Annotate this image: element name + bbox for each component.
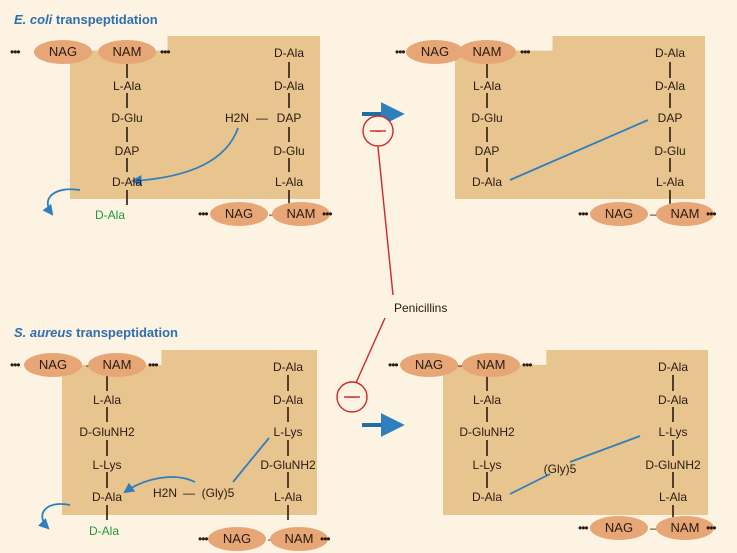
chain-residue: DAP xyxy=(657,111,683,125)
inhibit-line-ecoli xyxy=(377,146,394,296)
chain-residue: L-Ala xyxy=(655,175,685,189)
chain-residue: L-Ala xyxy=(273,490,303,504)
chain-residue: D-Ala xyxy=(273,46,305,60)
dots: ••• xyxy=(160,45,171,59)
nag-sugar: NAG xyxy=(590,516,648,540)
chain-residue: D-Glu xyxy=(111,111,143,125)
chain-residue: L-Ala xyxy=(112,79,142,93)
glycine-bridge: (Gly)5 xyxy=(201,486,235,500)
nam-sugar: NAM xyxy=(462,353,520,377)
chain-residue: L-Ala xyxy=(472,79,502,93)
chain-residue: D-Ala xyxy=(657,393,689,407)
dots: ••• xyxy=(395,45,406,59)
chain-residue: D-Ala xyxy=(272,393,304,407)
dots: ••• xyxy=(706,521,717,535)
chain-residue: L-Ala xyxy=(274,175,304,189)
saureus-release-arrow xyxy=(38,503,71,530)
chain-residue: D-Ala xyxy=(471,175,503,189)
dots: ••• xyxy=(578,207,589,221)
nag-sugar: NAG xyxy=(590,202,648,226)
nam-sugar: NAM xyxy=(270,527,328,551)
saureus-crosslink xyxy=(569,435,641,463)
chain-residue: D-GluNH2 xyxy=(260,458,316,472)
chain-residue: L-Lys xyxy=(273,425,303,439)
ecoli-attack-arrow xyxy=(130,127,239,186)
glycine-bridge: (Gly)5 xyxy=(543,462,577,476)
inhibit-symbol: − xyxy=(374,124,382,138)
chain-residue: D-Glu xyxy=(471,111,503,125)
chain-residue: D-Ala xyxy=(91,490,123,504)
dots: ••• xyxy=(10,45,21,59)
nam-sugar: NAM xyxy=(656,202,714,226)
chain-residue: D-Ala xyxy=(273,79,305,93)
dots: ••• xyxy=(10,358,21,372)
chain-residue: D-Glu xyxy=(654,144,686,158)
bond-dash: — xyxy=(256,111,268,125)
chain-residue: D-GluNH2 xyxy=(79,425,135,439)
chain-residue: L-Lys xyxy=(472,458,502,472)
nag-sugar: NAG xyxy=(210,202,268,226)
ecoli-header-text: transpeptidation xyxy=(52,12,158,27)
nam-sugar: NAM xyxy=(88,353,146,377)
chain-residue: L-Lys xyxy=(92,458,122,472)
dots: ••• xyxy=(198,207,209,221)
ecoli-crosslink xyxy=(509,119,649,181)
dots: ••• xyxy=(522,358,533,372)
dots: ••• xyxy=(322,207,333,221)
released-residue: D-Ala xyxy=(94,208,126,222)
chain-residue: L-Ala xyxy=(92,393,122,407)
nam-sugar: NAM xyxy=(98,40,156,64)
ecoli-header-species: E. coli xyxy=(14,12,53,27)
saureus-gly-link xyxy=(232,437,270,483)
inhibit-line-saureus xyxy=(354,317,386,386)
dots: ••• xyxy=(320,532,331,546)
nag-sugar: NAG xyxy=(24,353,82,377)
nam-sugar: NAM xyxy=(272,202,330,226)
chain-residue: L-Lys xyxy=(658,425,688,439)
bond-dash: — xyxy=(183,486,195,500)
chain-residue: D-Ala xyxy=(111,175,143,189)
ecoli-header: E. coli transpeptidation xyxy=(14,12,158,27)
nag-sugar: NAG xyxy=(400,353,458,377)
nam-sugar: NAM xyxy=(656,516,714,540)
chain-residue: D-Ala xyxy=(657,360,689,374)
chain-residue: D-Ala xyxy=(471,490,503,504)
released-residue: D-Ala xyxy=(88,524,120,538)
amine-group: H2N xyxy=(224,111,250,125)
ecoli-panel-before xyxy=(70,36,320,199)
dots: ••• xyxy=(148,358,159,372)
saureus-header: S. aureus transpeptidation xyxy=(14,325,178,340)
chain-residue: D-GluNH2 xyxy=(459,425,515,439)
dots: ••• xyxy=(388,358,399,372)
saureus-panel-before xyxy=(62,350,317,515)
saureus-header-species: S. aureus xyxy=(14,325,73,340)
nag-sugar: NAG xyxy=(208,527,266,551)
chain-residue: D-GluNH2 xyxy=(645,458,701,472)
chain-residue: D-Glu xyxy=(273,144,305,158)
chain-residue: L-Ala xyxy=(472,393,502,407)
saureus-header-text: transpeptidation xyxy=(72,325,178,340)
chain-residue: D-Ala xyxy=(272,360,304,374)
nag-sugar: NAG xyxy=(406,40,464,64)
chain-residue: DAP xyxy=(114,144,140,158)
penicillins-label: Penicillins xyxy=(394,301,448,315)
saureus-attack-arrow xyxy=(123,476,196,494)
dots: ••• xyxy=(578,521,589,535)
inhibit-symbol: − xyxy=(348,390,356,404)
amine-group: H2N xyxy=(152,486,178,500)
ecoli-release-arrow xyxy=(42,188,81,216)
chain-residue: L-Ala xyxy=(658,490,688,504)
nag-sugar: NAG xyxy=(34,40,92,64)
nam-sugar: NAM xyxy=(458,40,516,64)
chain-residue: D-Ala xyxy=(654,46,686,60)
dots: ••• xyxy=(198,532,209,546)
dots: ••• xyxy=(520,45,531,59)
chain-residue: DAP xyxy=(474,144,500,158)
chain-residue: D-Ala xyxy=(654,79,686,93)
dots: ••• xyxy=(706,207,717,221)
chain-residue: DAP xyxy=(276,111,302,125)
